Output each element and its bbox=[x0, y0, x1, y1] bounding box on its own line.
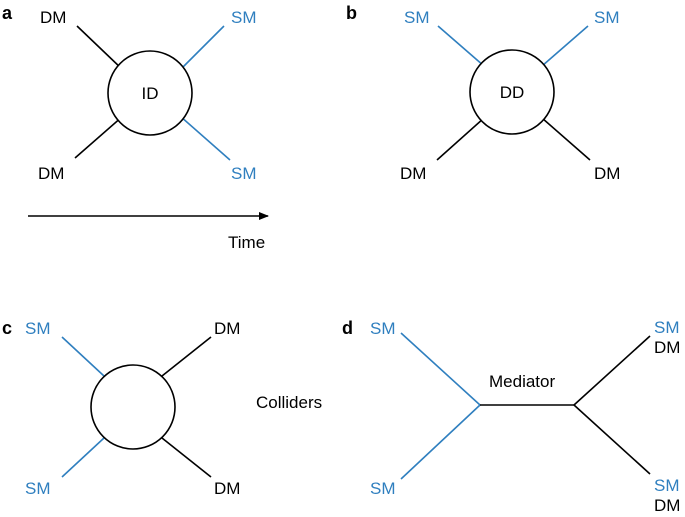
sm-label-bottom-left: SM bbox=[25, 479, 51, 498]
sm-line-top-right bbox=[541, 25, 589, 67]
sm-line-bottom-right bbox=[179, 115, 231, 161]
time-label: Time bbox=[228, 233, 265, 252]
sm-label-top-left: SM bbox=[404, 8, 430, 27]
interaction-vertex-id bbox=[107, 50, 193, 136]
sm-line-top-left bbox=[61, 336, 105, 377]
dm-line-bottom-left bbox=[74, 115, 124, 159]
sm-label-top-right: SM bbox=[594, 8, 620, 27]
line-top-right bbox=[573, 335, 651, 406]
dm-label-top-right: DM bbox=[214, 319, 240, 338]
dm-line-bottom-right bbox=[541, 117, 591, 161]
dm-label-bottom-right: DM bbox=[654, 496, 680, 515]
colliders-label: Colliders bbox=[256, 393, 322, 412]
sm-line-bottom-left bbox=[400, 404, 481, 480]
panel-a-letter: a bbox=[2, 3, 13, 23]
dm-line-top-left bbox=[76, 25, 124, 71]
dm-line-top-right bbox=[161, 336, 212, 377]
panel-b: b DD SM SM DM DM bbox=[346, 3, 620, 183]
line-bottom-right bbox=[573, 404, 651, 475]
interaction-vertex-collider bbox=[90, 364, 176, 450]
dm-label-top-left: DM bbox=[40, 8, 66, 27]
sm-label-bottom-right: SM bbox=[654, 476, 680, 495]
sm-label-top-left: SM bbox=[25, 319, 51, 338]
center-label-id: ID bbox=[142, 84, 159, 103]
dm-line-bottom-right bbox=[161, 437, 212, 478]
panel-d: d SM SM Mediator SM DM SM DM bbox=[342, 318, 680, 515]
dm-label-bottom-left: DM bbox=[38, 164, 64, 183]
sm-line-bottom-left bbox=[61, 437, 105, 478]
interaction-vertex-dd bbox=[469, 49, 555, 135]
panel-d-letter: d bbox=[342, 318, 353, 338]
sm-label-top-right: SM bbox=[654, 318, 680, 337]
dm-label-bottom-right: DM bbox=[214, 479, 240, 498]
sm-line-top-right bbox=[179, 25, 225, 71]
panel-a: a ID DM SM DM SM Time bbox=[2, 3, 269, 252]
sm-line-top-left bbox=[400, 332, 481, 406]
sm-label-bottom-right: SM bbox=[231, 164, 257, 183]
dm-label-bottom-left: DM bbox=[400, 164, 426, 183]
sm-label-bottom-left: SM bbox=[370, 479, 396, 498]
panel-c-letter: c bbox=[2, 318, 12, 338]
dm-label-bottom-right: DM bbox=[594, 164, 620, 183]
panel-c: c SM DM SM DM Colliders bbox=[2, 318, 322, 498]
dm-line-bottom-left bbox=[436, 117, 485, 161]
mediator-label: Mediator bbox=[489, 372, 555, 391]
sm-label-top-right: SM bbox=[231, 8, 257, 27]
sm-label-top-left: SM bbox=[370, 319, 396, 338]
sm-line-top-left bbox=[437, 25, 485, 67]
dm-label-top-right: DM bbox=[654, 338, 680, 357]
center-label-dd: DD bbox=[500, 83, 525, 102]
panel-b-letter: b bbox=[346, 3, 357, 23]
